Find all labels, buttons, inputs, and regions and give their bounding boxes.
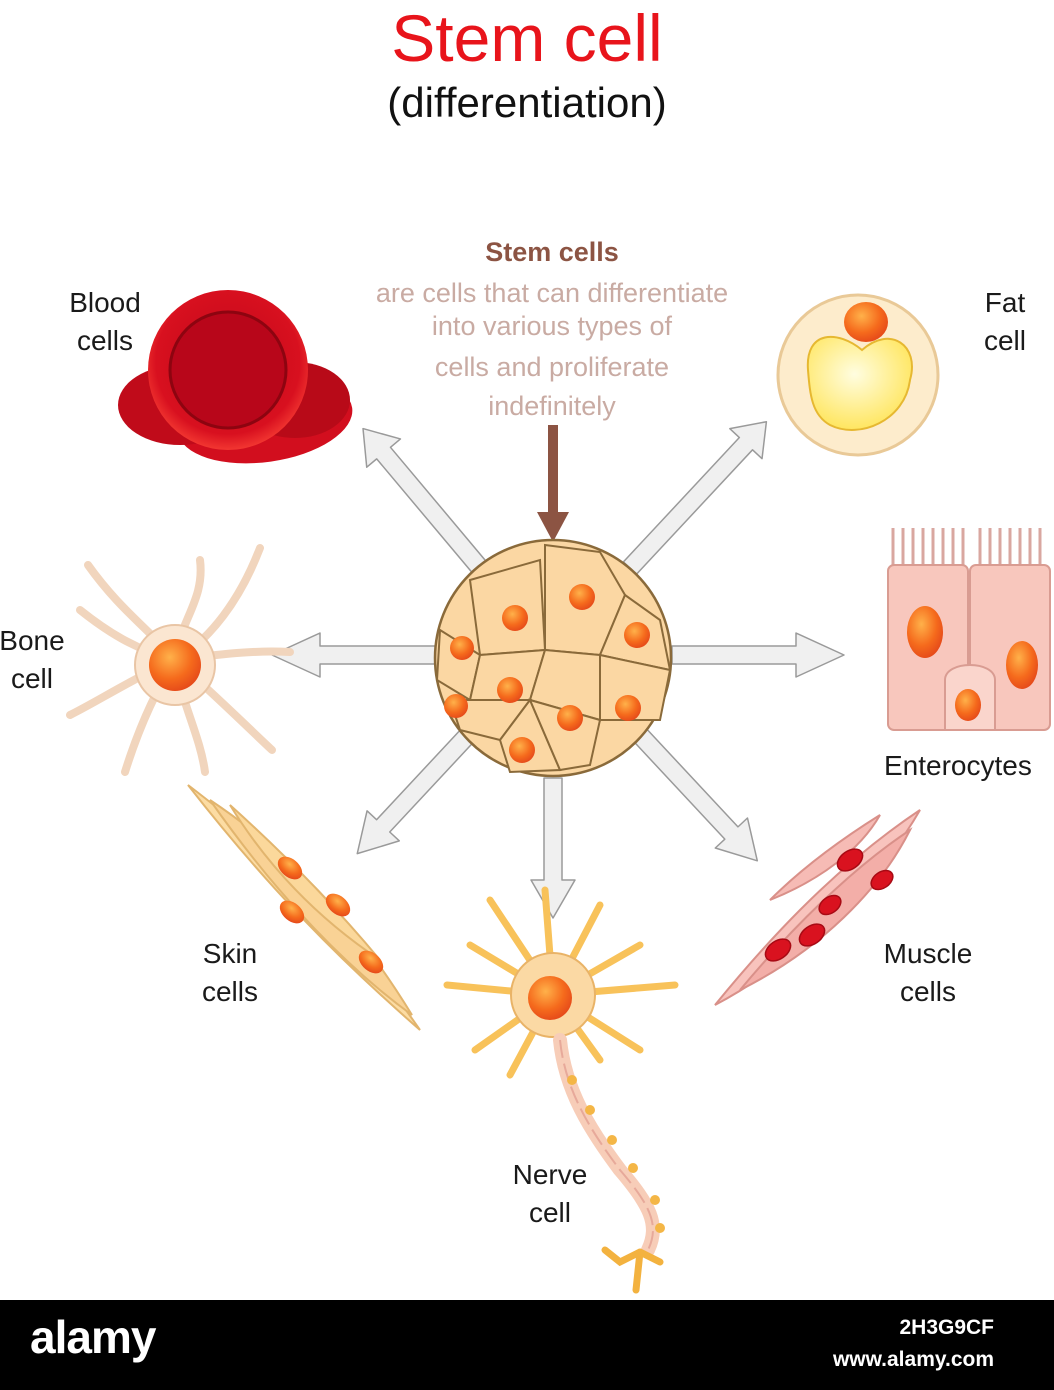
definition-line: into various types of — [431, 311, 673, 341]
label-line: Enterocytes — [884, 750, 1032, 781]
enterocytes-illustration — [887, 528, 1051, 731]
alamy-logo: alamy — [30, 1311, 156, 1363]
fat-cell-illustration — [776, 293, 940, 457]
label-line: cells — [899, 976, 956, 1007]
differentiation-arrows — [271, 420, 845, 919]
blood-cells-illustration — [118, 290, 353, 464]
nerve-cell-illustration — [443, 886, 679, 1294]
definition-line: indefinitely — [488, 391, 616, 421]
label-line: Skin — [202, 938, 258, 969]
stem-cell-cluster — [433, 538, 673, 778]
label-fat-cell: Fat cell — [960, 284, 1050, 360]
bone-cell-body — [134, 624, 216, 706]
page-title: Stem cell — [391, 1, 663, 75]
label-line: Blood — [69, 287, 141, 318]
label-line: cell — [10, 663, 53, 694]
label-line: Muscle — [883, 938, 973, 969]
arrow-to-fat — [622, 420, 768, 575]
label-line: Bone — [0, 625, 65, 656]
label-line: Nerve — [512, 1159, 588, 1190]
label-skin-cells: Skin cells — [180, 935, 280, 1011]
label-enterocytes: Enterocytes — [884, 747, 1052, 785]
diagram-artwork — [66, 290, 1051, 1294]
watermark-footer: alamy 2H3G9CF www.alamy.com — [0, 1300, 1054, 1390]
arrow-to-blood — [362, 427, 488, 575]
arrow-to-bone — [271, 632, 441, 678]
arrow-to-nerve — [530, 777, 576, 919]
image-id: 2H3G9CF — [899, 1316, 994, 1339]
label-line: cells — [201, 976, 258, 1007]
skin-cells-illustration — [187, 784, 421, 1031]
down-arrow — [537, 425, 569, 542]
label-bone-cell: Bone cell — [0, 622, 72, 698]
label-muscle-cells: Muscle cells — [868, 935, 988, 1011]
arrow-to-enterocytes — [671, 632, 845, 678]
definition-line: cells and proliferate — [434, 352, 670, 382]
site-url: www.alamy.com — [832, 1348, 994, 1371]
definition-line: are cells that can differentiate — [375, 278, 729, 308]
muscle-cells-illustration — [714, 809, 921, 1006]
arrow-to-muscle — [632, 728, 759, 862]
definition-heading: Stem cells — [485, 237, 619, 267]
label-line: Fat — [984, 287, 1026, 318]
page-subtitle: (differentiation) — [387, 79, 667, 126]
label-nerve-cell: Nerve cell — [495, 1156, 605, 1232]
arrow-to-skin — [356, 715, 488, 855]
label-line: cell — [528, 1197, 571, 1228]
label-line: cell — [983, 325, 1026, 356]
label-blood-cells: Blood cells — [50, 284, 160, 360]
label-line: cells — [76, 325, 133, 356]
